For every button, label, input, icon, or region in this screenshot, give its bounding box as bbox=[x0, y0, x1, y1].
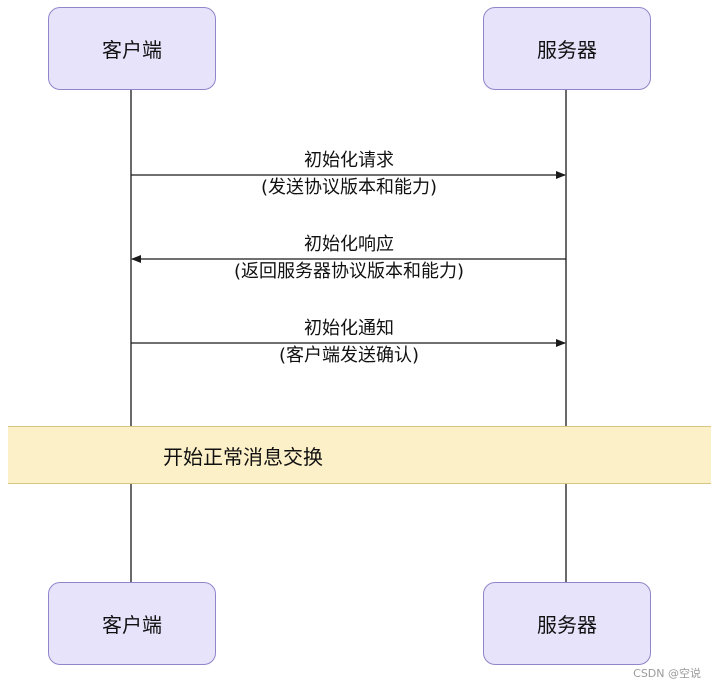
server-label: 服务器 bbox=[537, 613, 597, 637]
normal-exchange-band: 开始正常消息交换 bbox=[8, 426, 711, 484]
watermark: CSDN @空说 bbox=[633, 667, 701, 680]
server-actor-top: 服务器 bbox=[483, 7, 651, 90]
message-label-init-notification: 初始化通知 (客户端发送确认) bbox=[199, 315, 499, 369]
message-title: 初始化响应 bbox=[304, 234, 394, 255]
client-actor-top: 客户端 bbox=[48, 7, 216, 90]
message-label-init-response: 初始化响应 (返回服务器协议版本和能力) bbox=[174, 231, 524, 285]
message-title: 初始化通知 bbox=[304, 318, 394, 339]
server-actor-bottom: 服务器 bbox=[483, 582, 651, 665]
client-label: 客户端 bbox=[102, 613, 162, 637]
message-detail: (发送协议版本和能力) bbox=[260, 177, 438, 198]
message-label-init-request: 初始化请求 (发送协议版本和能力) bbox=[199, 147, 499, 201]
client-actor-bottom: 客户端 bbox=[48, 582, 216, 665]
message-title: 初始化请求 bbox=[304, 150, 394, 171]
message-detail: (客户端发送确认) bbox=[278, 345, 420, 366]
message-detail: (返回服务器协议版本和能力) bbox=[233, 261, 465, 282]
server-label: 服务器 bbox=[537, 38, 597, 62]
band-label: 开始正常消息交换 bbox=[163, 444, 323, 469]
client-label: 客户端 bbox=[102, 38, 162, 62]
